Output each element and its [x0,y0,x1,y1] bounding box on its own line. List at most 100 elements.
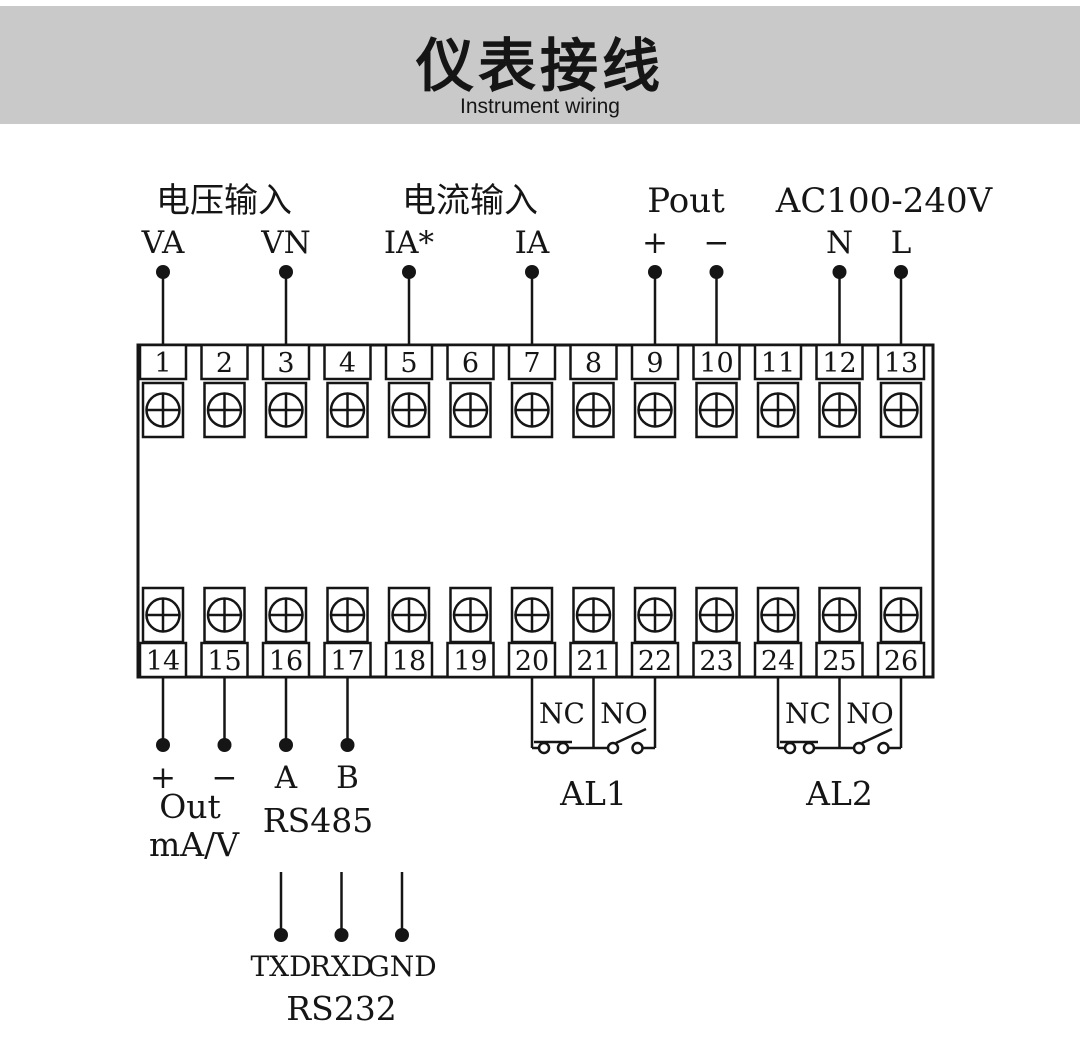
top-pin-va: VA [141,225,185,345]
terminal-top-3: 3 [261,343,311,439]
terminal-bottom-26: 26 [876,586,926,679]
top-pin-l: L [891,225,912,345]
al2-nc-label: NC [785,697,831,730]
rs232-txd-label: TXD [250,950,311,983]
top-pin-vn: VN [260,225,311,345]
terminal-number: 21 [576,646,610,677]
page-subtitle: Instrument wiring [460,95,620,118]
pin-label-ia-star: IA* [384,225,434,261]
terminal-bottom-16: 16 [261,586,311,679]
wire-dot [894,265,908,279]
terminal-number: 13 [884,348,918,379]
bottom-pin-rs485-a: A [274,677,298,796]
out-range-label: mA/V [149,825,240,864]
wire-dot [279,265,293,279]
terminal-number: 22 [638,646,672,677]
pin-label-rs485-a: A [274,760,298,796]
terminal-number: 1 [154,348,171,379]
terminal-top-12: 12 [815,343,864,439]
pin-label-va: VA [141,225,185,261]
top-pin-ia: IA [515,225,550,345]
contact-point [537,741,551,755]
contact-point [877,741,890,755]
terminal-number-cell [384,641,434,679]
terminal-top-11: 11 [753,343,803,439]
terminal-number: 26 [884,646,918,677]
rs232-gnd-label: GND [367,950,436,983]
terminal-number-cell [446,343,495,381]
terminal-number-cell [200,343,249,381]
wire-dot [334,928,349,942]
terminal-bottom-23: 23 [692,586,741,679]
wire-dot [525,265,539,279]
bottom-pin-rs485-b: B [336,677,359,796]
terminal-number: 2 [216,348,233,379]
terminal-number-cell [138,641,188,679]
wire-dot [402,265,416,279]
top-pin-ia-star: IA* [384,225,434,345]
pin-label-rs485-b: B [336,760,359,796]
pin-label-pout-plus: + [642,225,668,261]
terminal-number: 11 [761,348,795,379]
al1-label: AL1 [559,774,627,813]
terminal-number: 23 [699,646,733,677]
contact-point [606,741,620,755]
pin-label-ia: IA [515,225,550,261]
terminal-top-13: 13 [876,343,926,439]
top-pin-n: N [826,225,853,345]
wire-dot [395,928,409,942]
wire-dot [709,265,724,279]
current-input-label: 电流输入 [402,181,538,221]
terminal-number: 10 [699,348,733,379]
out-label: Out [159,787,221,826]
wire-dot [832,265,847,279]
al2-label: AL2 [805,774,873,813]
terminal-number-cell [261,343,311,381]
terminal-number-cell [692,343,741,381]
terminal-number-cell [815,641,864,679]
terminal-bottom-18: 18 [384,586,434,679]
contact-point [852,741,866,755]
terminal-top-1: 1 [138,343,188,439]
terminal-bottom-25: 25 [815,586,864,679]
alarm1-relay: NC NO AL1 [530,677,657,813]
terminal-number-cell [876,343,926,381]
wire-dot [156,265,170,279]
terminal-number-cell [630,641,680,679]
rs232-label: RS232 [286,989,396,1028]
al1-no-label: NO [600,697,647,730]
rs232-port: TXD RXD GND RS232 [250,872,437,1028]
terminal-bottom-24: 24 [753,586,803,679]
terminal-number: 4 [339,348,356,379]
terminal-top-2: 2 [200,343,249,439]
pin-label-l: L [891,225,912,261]
terminal-number: 12 [822,348,856,379]
top-pin-pout-minus: − [704,225,730,345]
terminal-number: 19 [453,646,487,677]
terminal-number-cell [753,641,803,679]
terminal-top-4: 4 [323,343,372,439]
rs232-rxd-label: RXD [310,950,373,983]
terminal-bottom-22: 22 [630,586,680,679]
terminal-number: 24 [761,646,795,677]
pin-label-pout-minus: − [704,225,730,261]
voltage-input-label: 电压输入 [156,181,292,221]
wire-dot [156,738,170,752]
terminal-top-7: 7 [507,343,557,439]
header-banner [0,6,1080,124]
terminal-number: 14 [146,646,180,677]
terminal-top-5: 5 [384,343,434,439]
pin-label-vn: VN [260,225,311,261]
terminal-number: 3 [277,348,294,379]
terminal-number: 18 [392,646,426,677]
wire-dot [340,738,355,752]
contact-point [783,741,797,755]
terminal-number: 25 [822,646,856,677]
terminal-number: 16 [269,646,303,677]
terminal-number-cell [323,343,372,381]
no-contact-arm [615,727,647,745]
pout-label: Pout [647,181,725,221]
terminal-number-cell [569,343,618,381]
terminal-number-cell [200,641,249,679]
